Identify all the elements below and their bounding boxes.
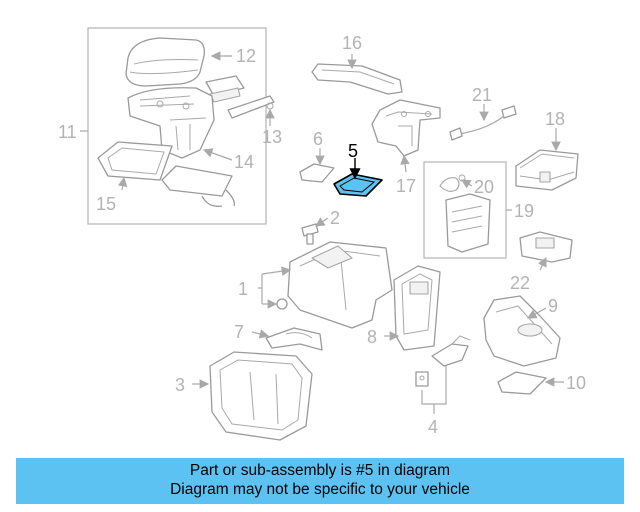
- part-6-pad: [299, 163, 335, 183]
- callout-8: 8: [367, 327, 377, 347]
- part-3-lower-bin: [209, 351, 313, 441]
- callout-15: 15: [96, 194, 116, 214]
- info-banner: Part or sub-assembly is #5 in diagram Di…: [16, 458, 624, 504]
- callout-21: 21: [472, 85, 492, 105]
- part-18-module: [515, 149, 579, 191]
- callout-12: 12: [236, 46, 256, 66]
- armrest-group: 11 12 14 13: [58, 27, 282, 225]
- part-2-screw: [301, 223, 319, 245]
- callout-7: 7: [234, 322, 244, 342]
- callout-3: 3: [175, 375, 185, 395]
- part-15-liner: [97, 141, 173, 181]
- callout-9: 9: [548, 296, 558, 316]
- part-22-switch: [519, 231, 573, 263]
- part-13-rod: [227, 95, 275, 119]
- part-19-group: 19 20: [423, 161, 534, 259]
- callout-4: 4: [428, 417, 438, 437]
- callout-13: 13: [262, 127, 282, 147]
- callout-11: 11: [58, 122, 77, 142]
- part-8-panel: [393, 265, 441, 351]
- part-12-armrest-lid: [125, 37, 205, 87]
- part-mat: [161, 165, 235, 207]
- callout-10: 10: [566, 373, 586, 393]
- banner-line-1: Part or sub-assembly is #5 in diagram: [189, 462, 451, 479]
- callout-16: 16: [342, 33, 362, 53]
- part-17-bracket: [371, 99, 441, 157]
- callout-20: 20: [474, 177, 494, 197]
- part-4-brackets: [415, 335, 471, 387]
- banner-line-2: Diagram may not be specific to your vehi…: [170, 481, 470, 498]
- part-10-pad: [497, 371, 547, 395]
- callout-5: 5: [348, 141, 358, 161]
- part-21-cable: [449, 105, 517, 141]
- callout-6: 6: [313, 129, 323, 149]
- parts-diagram: 11 12 14 13: [58, 27, 586, 441]
- callout-18: 18: [545, 109, 565, 129]
- callout-1: 1: [238, 279, 248, 299]
- armrest-group-frame: [87, 27, 267, 225]
- part-1-console-body: [276, 241, 393, 329]
- callout-14: 14: [234, 152, 254, 172]
- part-latch: [205, 75, 245, 103]
- callout-19: 19: [514, 201, 534, 221]
- callout-2: 2: [330, 208, 340, 228]
- part-16-trim: [311, 63, 403, 95]
- callout-17: 17: [396, 176, 416, 196]
- callout-22: 22: [510, 273, 530, 293]
- part-5-highlighted-mat: [333, 173, 383, 197]
- part-7-clip: [265, 327, 323, 351]
